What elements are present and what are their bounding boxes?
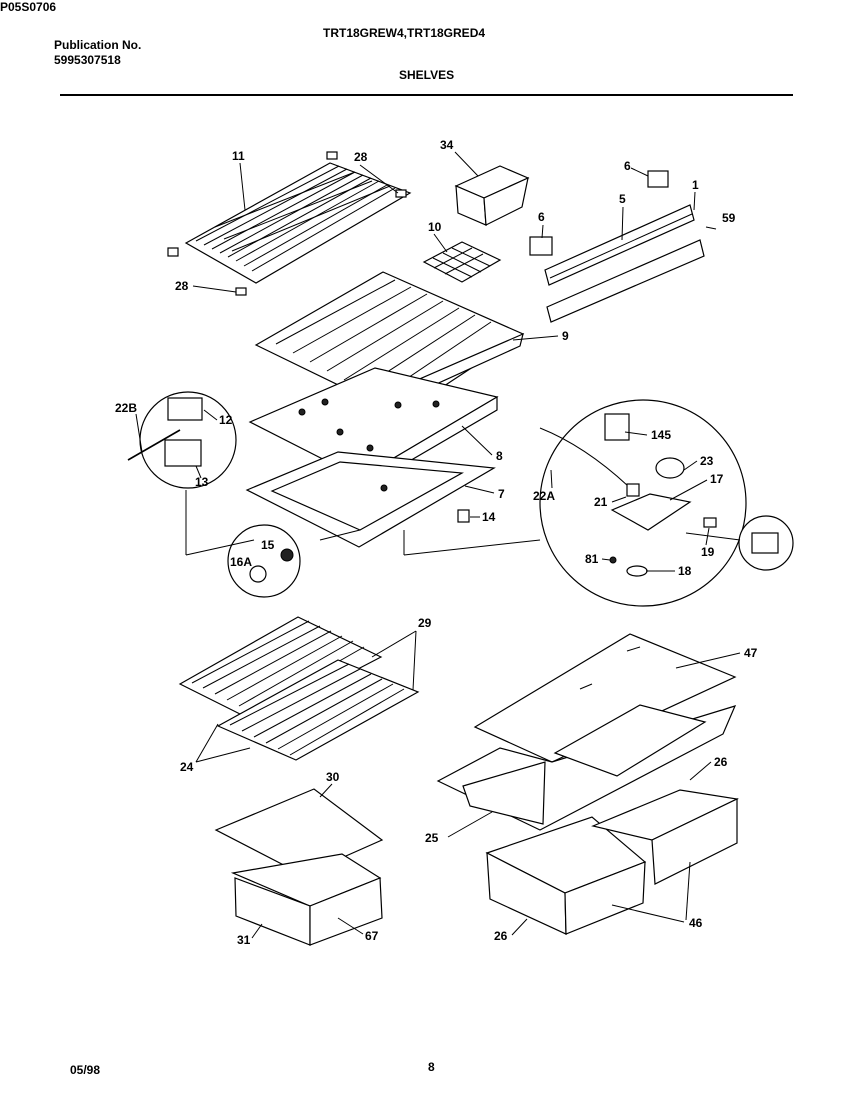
publication-label: Publication No.: [54, 38, 142, 52]
clip-part: [457, 509, 470, 523]
callout-17: 17: [710, 472, 724, 486]
callout-25: 25: [425, 831, 439, 845]
callout-10: 10: [428, 220, 442, 234]
left-detail-circle: [127, 391, 237, 489]
model-numbers: TRT18GREW4,TRT18GRED4: [323, 26, 486, 40]
callout-14: 14: [482, 510, 496, 524]
shelf-rail-parts: [529, 170, 717, 323]
egg-tray-part: [422, 241, 502, 283]
callout-81: 81: [585, 552, 599, 566]
door-bin-part: [454, 165, 530, 226]
callout-28: 28: [354, 150, 368, 164]
callout-22a: 22A: [533, 489, 555, 503]
left-drawer-part: [230, 853, 383, 946]
callout-18: 18: [678, 564, 692, 578]
callout-15: 15: [261, 538, 275, 552]
crisper-frame-part: [436, 704, 737, 831]
callout-145: 145: [651, 428, 671, 442]
callout-67: 67: [365, 929, 379, 943]
header-rule: [60, 94, 793, 96]
callout-46: 46: [689, 916, 703, 930]
page-number: 8: [428, 1060, 435, 1074]
right-drawers-part: [485, 789, 739, 935]
callout-7: 7: [498, 487, 505, 501]
drawer-cover-part: [214, 788, 384, 876]
callout-22b: 22B: [115, 401, 137, 415]
callout-24: 24: [180, 760, 194, 774]
callout-13: 13: [195, 475, 209, 489]
small-detail-circle: [227, 524, 301, 598]
figure-code: P05S0706: [0, 0, 57, 14]
publication-number: 5995307518: [54, 53, 121, 67]
callout-6: 6: [624, 159, 631, 173]
callout-9: 9: [562, 329, 569, 343]
callout-31: 31: [237, 933, 251, 947]
callout-28: 28: [175, 279, 189, 293]
callout-34: 34: [440, 138, 454, 152]
right-detail-circle: [539, 399, 747, 607]
callout-19: 19: [701, 545, 715, 559]
callout-59: 59: [722, 211, 736, 225]
section-title: SHELVES: [399, 68, 455, 82]
callout-30: 30: [326, 770, 340, 784]
callout-47: 47: [744, 646, 758, 660]
footer-date: 05/98: [70, 1063, 101, 1077]
callout-11: 11: [232, 149, 245, 163]
callout-1: 1: [692, 178, 699, 192]
callout-5: 5: [619, 192, 626, 206]
callout-23: 23: [700, 454, 714, 468]
crisper-cover-frame-part: [245, 451, 496, 548]
callout-21: 21: [594, 495, 608, 509]
callout-8: 8: [496, 449, 503, 463]
callout-16a: 16A: [230, 555, 252, 569]
callout-labels: 11 28 28 34 6 6 5 1 59 10 9 22B 12 13 8 …: [115, 138, 758, 947]
callout-12: 12: [219, 413, 233, 427]
glass-panel-part: [473, 633, 737, 763]
switch-detail-circle: [738, 515, 794, 571]
callout-6: 6: [538, 210, 545, 224]
callout-29: 29: [418, 616, 432, 630]
callout-26: 26: [494, 929, 508, 943]
wire-shelf-part: [167, 151, 412, 296]
wire-shelves-part: [178, 616, 420, 761]
callout-26: 26: [714, 755, 728, 769]
